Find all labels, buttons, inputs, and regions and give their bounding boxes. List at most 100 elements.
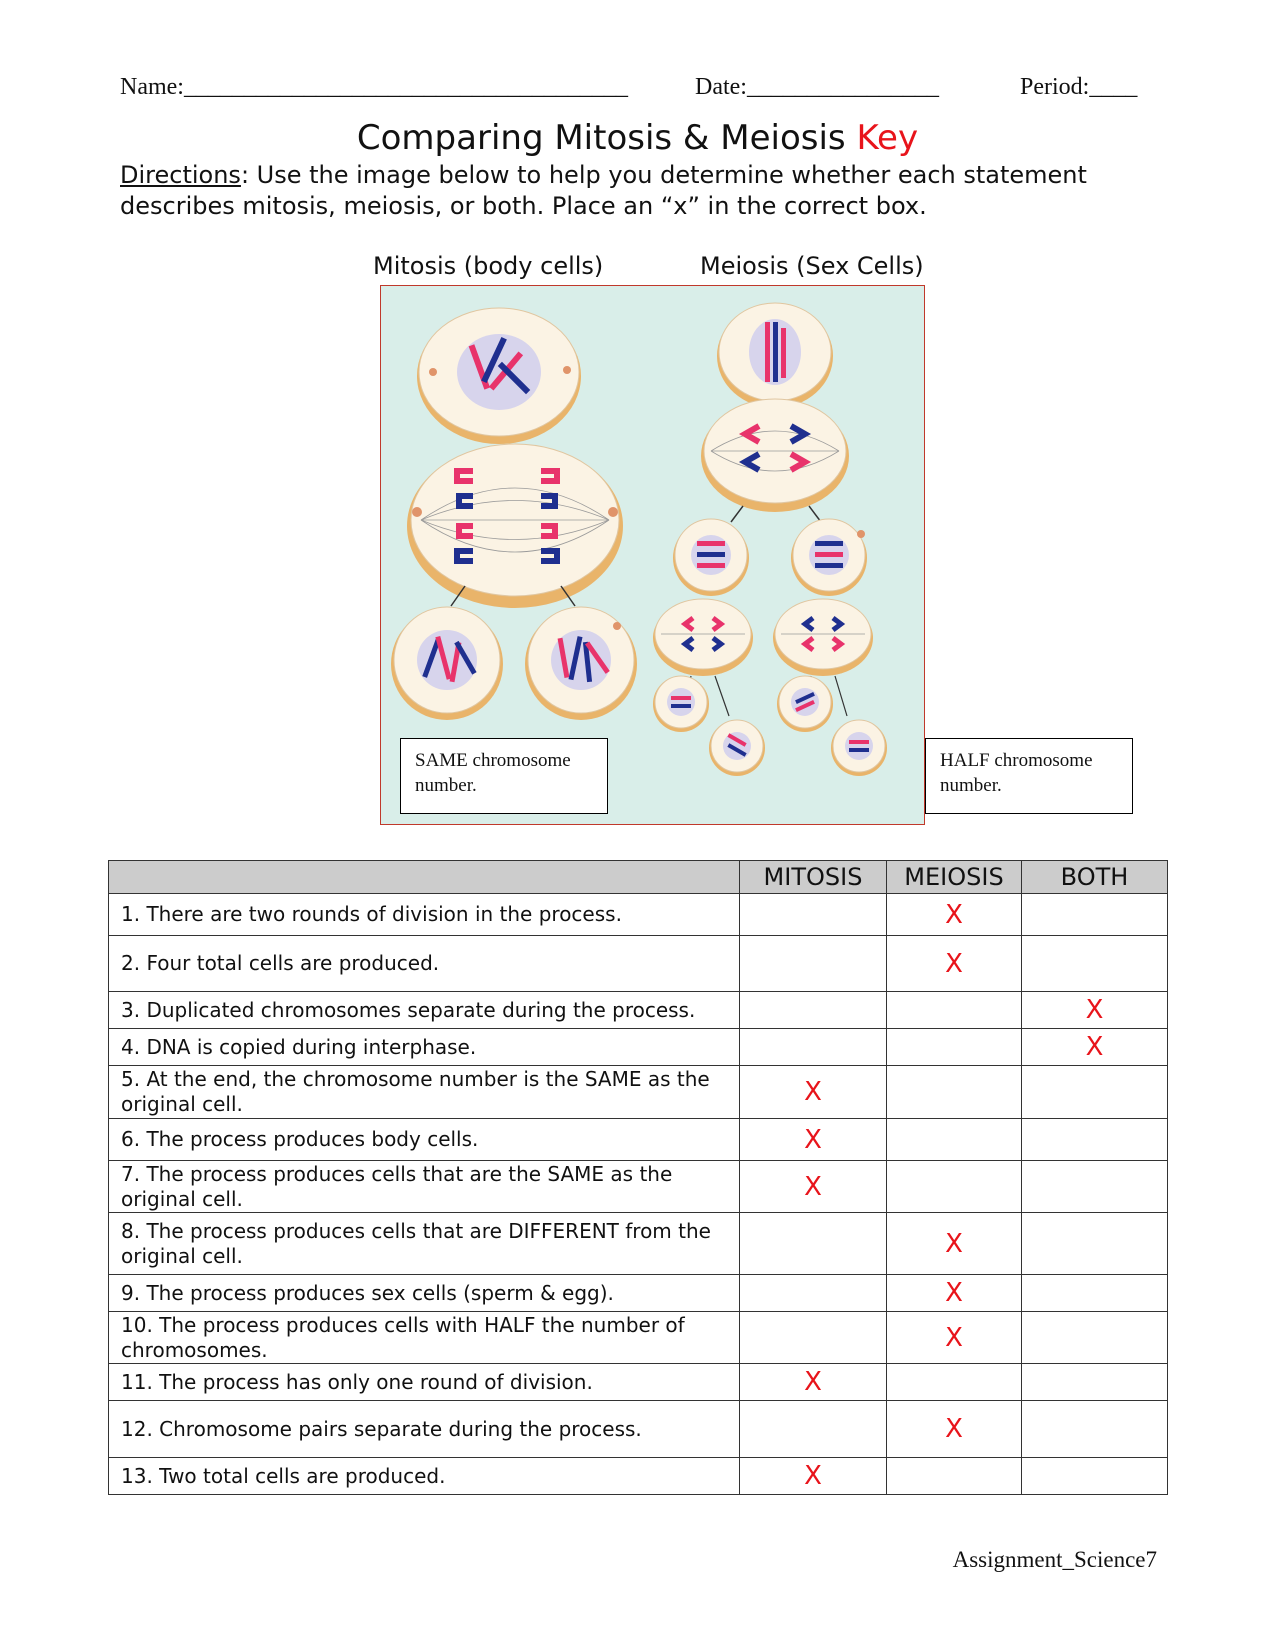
half-chromosome-note: HALF chromosome number. (925, 738, 1133, 814)
meiosis-heading: Meiosis (Sex Cells) (700, 252, 924, 280)
both-cell[interactable] (1021, 1065, 1168, 1119)
meiosis-cell[interactable]: X (886, 1400, 1022, 1458)
mitosis-cell[interactable] (739, 935, 887, 992)
meiosis-cell-division-1 (701, 398, 849, 523)
directions-label: Directions (120, 161, 241, 189)
statement-cell: 12. Chromosome pairs separate during the… (108, 1400, 740, 1458)
statement-cell: 3. Duplicated chromosomes separate durin… (108, 991, 740, 1029)
statement-cell: 6. The process produces body cells. (108, 1118, 740, 1161)
mitosis-cell[interactable]: X (739, 1118, 887, 1161)
header-meiosis: MEIOSIS (886, 860, 1022, 894)
statement-cell: 4. DNA is copied during interphase. (108, 1028, 740, 1066)
meiosis-gamete-2 (709, 719, 765, 776)
comparison-table: MITOSIS MEIOSIS BOTH 1. There are two ro… (108, 860, 1168, 1495)
both-cell[interactable]: X (1021, 1028, 1168, 1066)
table-row: 2. Four total cells are produced. X (108, 935, 1168, 992)
statement-cell: 10. The process produces cells with HALF… (108, 1311, 740, 1364)
meiosis-cell[interactable]: X (886, 893, 1022, 936)
mitosis-cell[interactable]: X (739, 1065, 887, 1119)
date-field: Date:________________ (695, 74, 939, 100)
table-row: 6. The process produces body cells. X (108, 1118, 1168, 1161)
directions-text: : Use the image below to help you determ… (120, 161, 1087, 220)
meiosis-cell-division-2a (653, 598, 753, 676)
mitosis-daughter-cell-1 (391, 606, 503, 720)
meiosis-gamete-1 (653, 675, 709, 732)
table-row: 7. The process produces cells that are t… (108, 1160, 1168, 1213)
mitosis-cell[interactable] (739, 991, 887, 1029)
both-cell[interactable] (1021, 1118, 1168, 1161)
meiosis-cell-parent (717, 302, 833, 408)
meiosis-cell[interactable]: X (886, 1212, 1022, 1275)
meiosis-cell[interactable] (886, 1363, 1022, 1401)
table-row: 11. The process has only one round of di… (108, 1363, 1168, 1401)
both-cell[interactable] (1021, 1311, 1168, 1364)
meiosis-cell-intermediate-2 (791, 518, 867, 596)
table-row: 13. Two total cells are produced. X (108, 1457, 1168, 1495)
mitosis-cell[interactable] (739, 1400, 887, 1458)
mitosis-heading: Mitosis (body cells) (373, 252, 604, 280)
mitosis-cell[interactable]: X (739, 1457, 887, 1495)
statement-cell: 9. The process produces sex cells (sperm… (108, 1274, 740, 1312)
meiosis-cell[interactable] (886, 1065, 1022, 1119)
meiosis-cell[interactable] (886, 991, 1022, 1029)
both-cell[interactable]: X (1021, 991, 1168, 1029)
directions: Directions: Use the image below to help … (120, 160, 1170, 222)
footer-label: Assignment_Science7 (952, 1547, 1157, 1572)
mitosis-cell-parent (417, 307, 581, 444)
meiosis-cell[interactable]: X (886, 1311, 1022, 1364)
table-row: 5. At the end, the chromosome number is … (108, 1065, 1168, 1119)
header-both: BOTH (1021, 860, 1168, 894)
mitosis-cell[interactable] (739, 1212, 887, 1275)
statement-cell: 5. At the end, the chromosome number is … (108, 1065, 740, 1119)
meiosis-gamete-3 (777, 675, 833, 732)
title-main: Comparing Mitosis & Meiosis (356, 118, 846, 158)
meiosis-cell[interactable] (886, 1457, 1022, 1495)
table-row: 9. The process produces sex cells (sperm… (108, 1274, 1168, 1312)
statement-cell: 2. Four total cells are produced. (108, 935, 740, 992)
header-statement (108, 860, 740, 894)
mitosis-daughter-cell-2 (525, 606, 637, 720)
meiosis-cell[interactable]: X (886, 1274, 1022, 1312)
both-cell[interactable] (1021, 1160, 1168, 1213)
mitosis-cell[interactable] (739, 1028, 887, 1066)
meiosis-cell-division-2b (686, 598, 873, 717)
both-cell[interactable] (1021, 1212, 1168, 1275)
both-cell[interactable] (1021, 893, 1168, 936)
both-cell[interactable] (1021, 1274, 1168, 1312)
statement-cell: 1. There are two rounds of division in t… (108, 893, 740, 936)
mitosis-cell[interactable] (739, 1311, 887, 1364)
meiosis-gamete-4 (831, 719, 887, 776)
table-row: 3. Duplicated chromosomes separate durin… (108, 991, 1168, 1029)
table-header-row: MITOSIS MEIOSIS BOTH (108, 860, 1168, 894)
meiosis-cell[interactable] (886, 1118, 1022, 1161)
mitosis-cell[interactable]: X (739, 1363, 887, 1401)
mitosis-cell-anaphase (407, 443, 623, 608)
cell-division-drawing (391, 302, 887, 776)
statement-cell: 8. The process produces cells that are D… (108, 1212, 740, 1275)
meiosis-cell-intermediate-1 (673, 518, 749, 596)
meiosis-cell[interactable] (886, 1160, 1022, 1213)
both-cell[interactable] (1021, 1457, 1168, 1495)
statement-cell: 13. Two total cells are produced. (108, 1457, 740, 1495)
period-field: Period:____ (1020, 74, 1138, 100)
meiosis-cell[interactable]: X (886, 935, 1022, 992)
header-mitosis: MITOSIS (739, 860, 887, 894)
statement-cell: 11. The process has only one round of di… (108, 1363, 740, 1401)
table-row: 1. There are two rounds of division in t… (108, 893, 1168, 936)
name-field: Name:___________________________________… (120, 74, 628, 100)
both-cell[interactable] (1021, 935, 1168, 992)
meiosis-cell[interactable] (886, 1028, 1022, 1066)
mitosis-cell[interactable] (739, 893, 887, 936)
mitosis-cell[interactable]: X (739, 1160, 887, 1213)
table-row: 10. The process produces cells with HALF… (108, 1311, 1168, 1364)
both-cell[interactable] (1021, 1363, 1168, 1401)
cell-division-illustration (380, 285, 925, 825)
page-title: Comparing Mitosis & Meiosis Key (0, 118, 1275, 158)
title-key: Key (856, 118, 919, 158)
table-row: 4. DNA is copied during interphase. X (108, 1028, 1168, 1066)
mitosis-cell[interactable] (739, 1274, 887, 1312)
same-chromosome-note: SAME chromosome number. (400, 738, 608, 814)
statement-cell: 7. The process produces cells that are t… (108, 1160, 740, 1213)
table-row: 8. The process produces cells that are D… (108, 1212, 1168, 1275)
both-cell[interactable] (1021, 1400, 1168, 1458)
